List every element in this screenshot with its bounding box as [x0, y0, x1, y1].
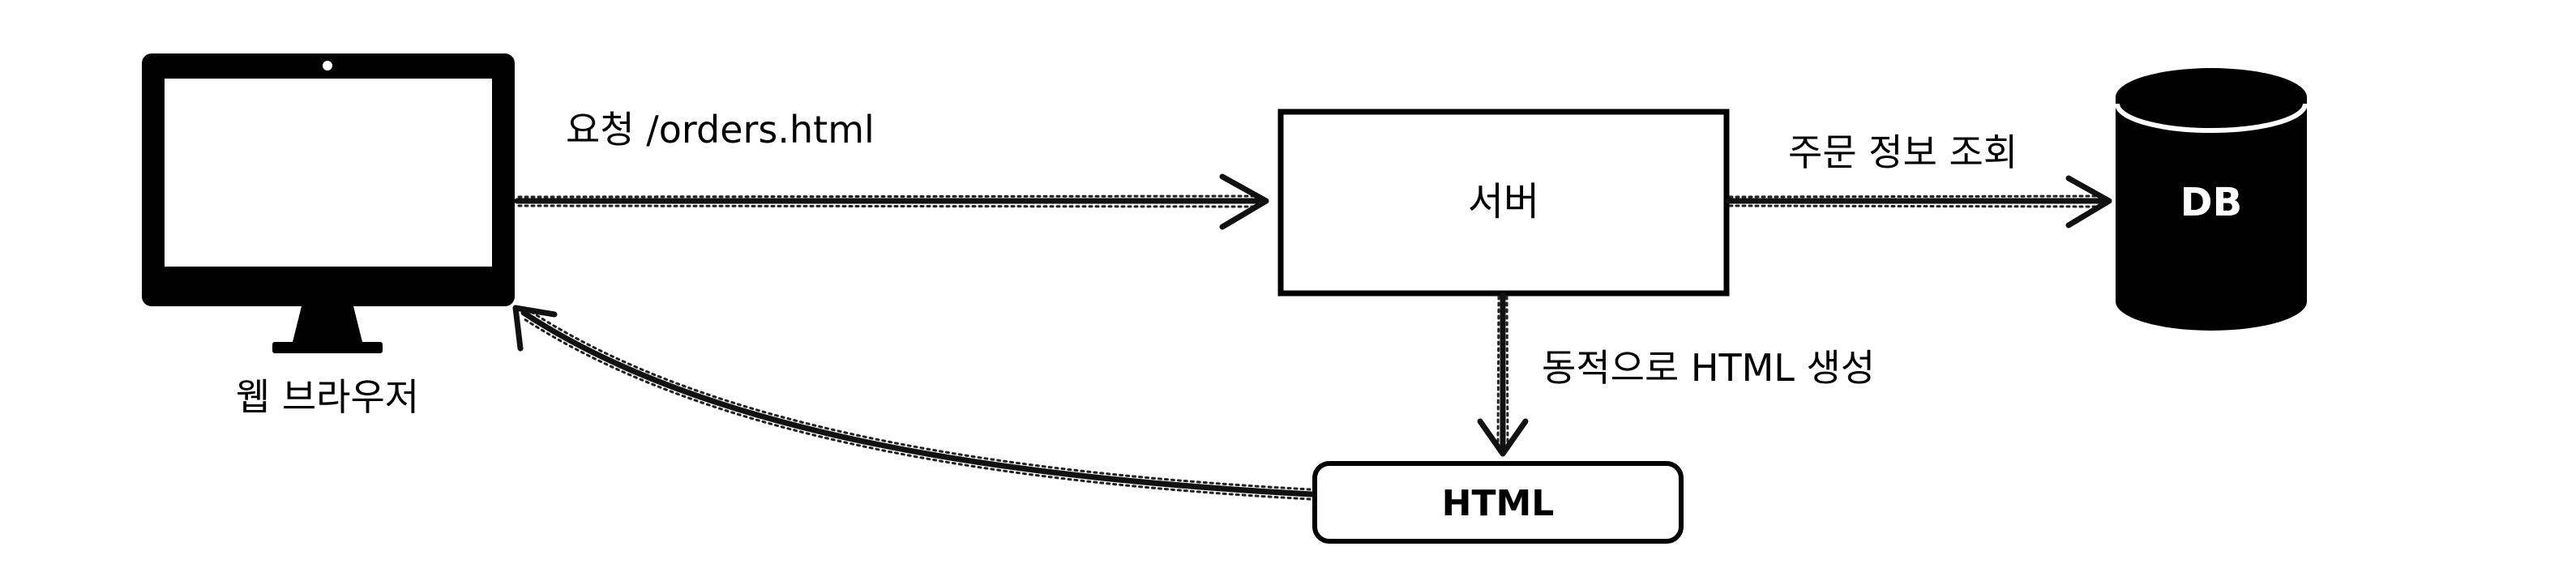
request-arrow — [514, 173, 1269, 230]
db-node: DB — [2115, 68, 2308, 331]
server-label: 서버 — [1468, 179, 1539, 224]
generate-label: 동적으로 HTML 생성 — [1542, 346, 1875, 390]
monitor-icon — [142, 53, 515, 353]
generate-arrow — [1477, 292, 1529, 457]
query-arrow — [1725, 175, 2112, 228]
html-box — [1312, 461, 1684, 544]
db-label: DB — [2180, 180, 2242, 225]
html-node: HTML — [1312, 461, 1684, 544]
database-cylinder-icon — [2115, 68, 2308, 331]
browser-label: 웹 브라우저 — [236, 375, 419, 419]
request-label: 요청 /orders.html — [566, 108, 875, 152]
query-label: 주문 정보 조회 — [1788, 130, 2018, 174]
server-node: 서버 — [1277, 109, 1730, 297]
browser-node: 웹 브라우저 — [142, 53, 515, 419]
html-label: HTML — [1442, 483, 1555, 524]
response-arrow — [512, 305, 1315, 501]
